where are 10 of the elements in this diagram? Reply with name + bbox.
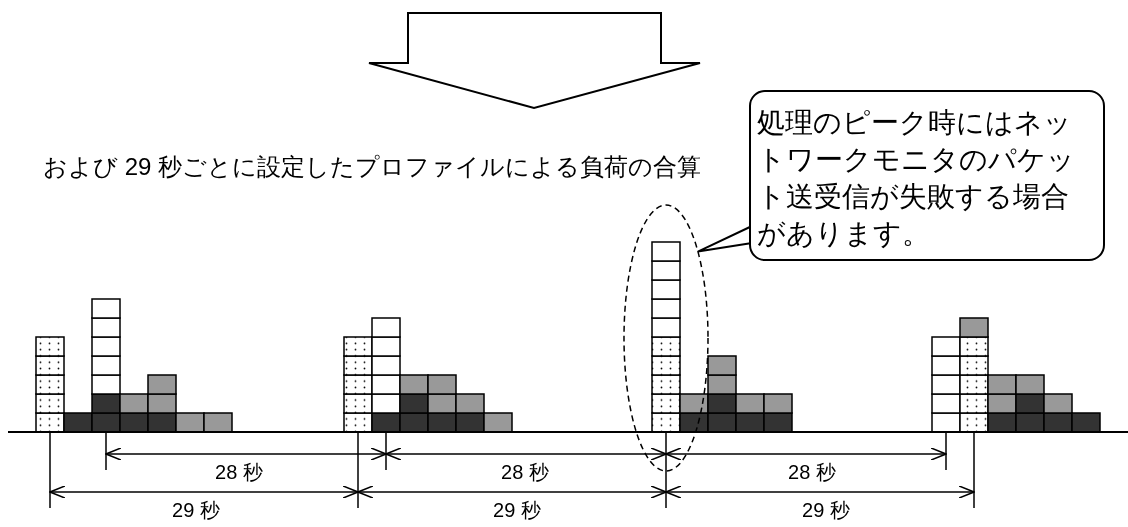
speech-bubble — [749, 90, 1105, 261]
duration-label: 28 秒 — [215, 462, 263, 482]
duration-label: 28 秒 — [788, 462, 836, 482]
duration-label: 29 秒 — [493, 500, 541, 520]
duration-label: 28 秒 — [501, 462, 549, 482]
duration-label: 29 秒 — [802, 500, 850, 520]
duration-label: 29 秒 — [172, 500, 220, 520]
callout-text: 処理のピーク時にはネットワークモニタのパケット送受信が失敗する場合があります。 — [757, 106, 1076, 251]
dashed-ellipse — [623, 204, 709, 472]
caption-text: および 29 秒ごとに設定したプロファイルによる負荷の合算 — [43, 155, 701, 179]
